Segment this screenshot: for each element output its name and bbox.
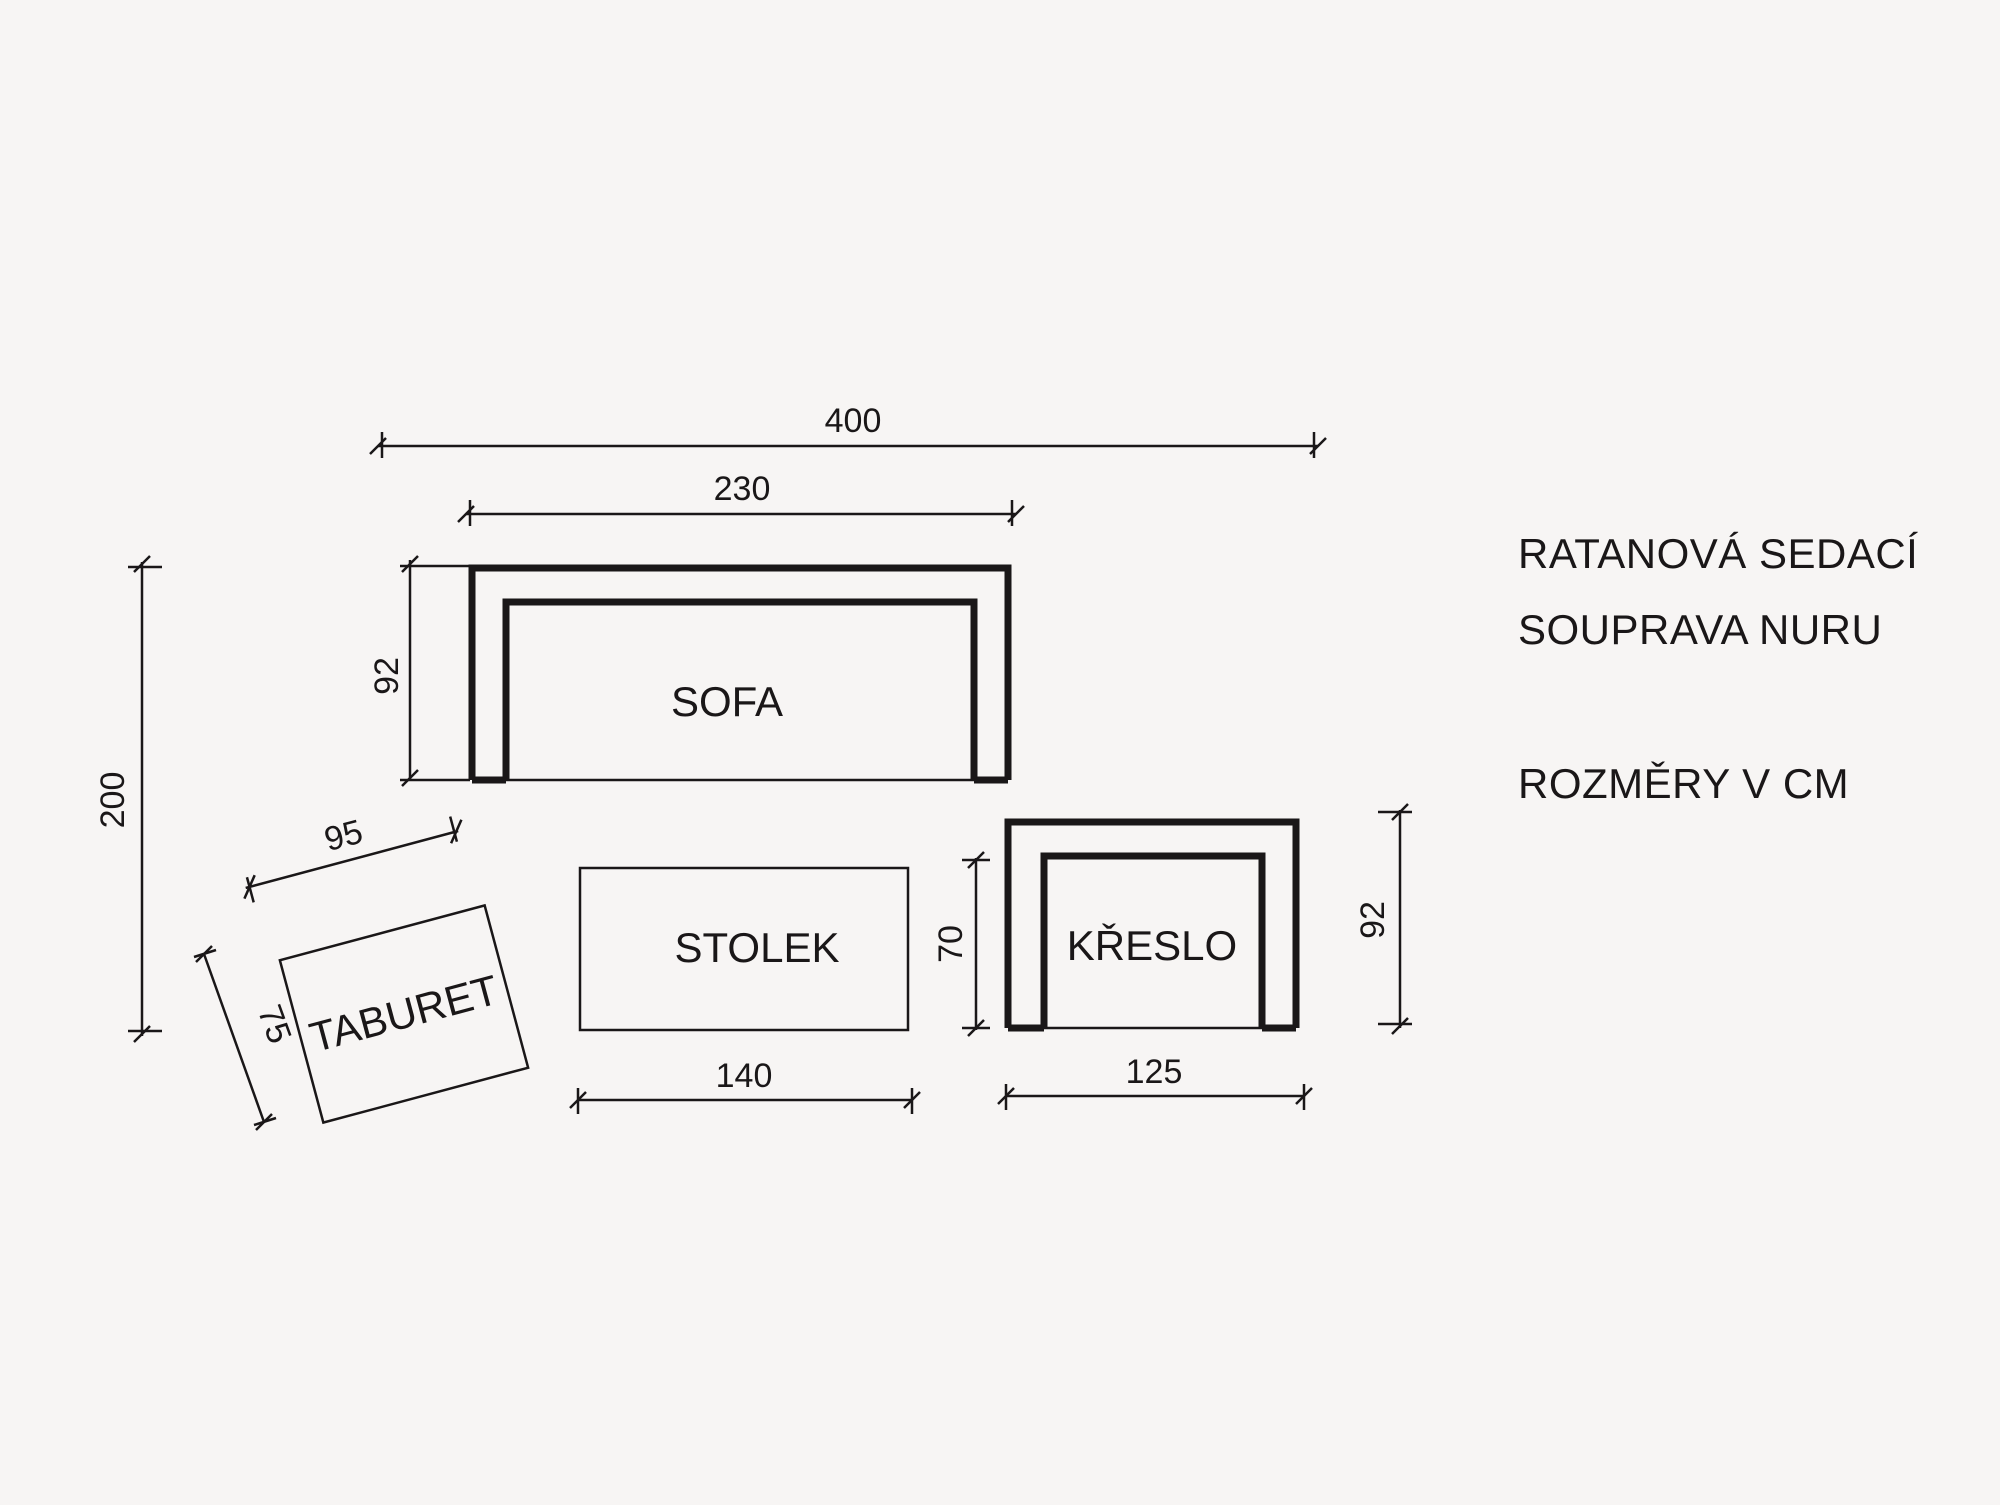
stolek-width-label: 140: [716, 1057, 773, 1095]
sofa-shape: SOFA: [468, 564, 1012, 784]
sofa-label: SOFA: [671, 678, 783, 725]
stolek-shape: STOLEK: [578, 866, 910, 1032]
taburet-label: TABURET: [305, 966, 503, 1061]
taburet-width-label: 95: [320, 813, 366, 859]
dimension-stolek-width: 140: [569, 1057, 921, 1114]
title-line-1: RATANOVÁ SEDACÍ: [1518, 530, 1918, 577]
dimension-sofa-width: 230: [457, 470, 1025, 526]
kreslo-seat-depth-label: 70: [932, 925, 970, 963]
overall-depth-label: 200: [94, 772, 132, 829]
dimension-kreslo-seat-depth: 70: [932, 851, 990, 1037]
dimension-sofa-depth: 92: [368, 555, 470, 787]
kreslo-shape: KŘESLO: [1004, 818, 1300, 1032]
dimension-overall-width: 400: [369, 402, 1327, 458]
overall-width-label: 400: [825, 402, 882, 440]
units-note: ROZMĚRY V CM: [1518, 760, 1849, 807]
dimension-kreslo-width: 125: [997, 1053, 1313, 1110]
taburet-shape: TABURET: [278, 903, 530, 1125]
kreslo-width-label: 125: [1126, 1053, 1183, 1091]
drawing-title-block: RATANOVÁ SEDACÍ SOUPRAVA NURU ROZMĚRY V …: [1518, 530, 1918, 807]
dimension-kreslo-depth: 92: [1354, 803, 1412, 1035]
sofa-width-label: 230: [714, 470, 771, 508]
stolek-label: STOLEK: [675, 924, 840, 971]
dimension-taburet-width: 95: [243, 813, 463, 903]
title-line-2: SOUPRAVA NURU: [1518, 606, 1882, 653]
kreslo-depth-label: 92: [1354, 901, 1392, 939]
kreslo-label: KŘESLO: [1067, 922, 1237, 969]
sofa-depth-label: 92: [368, 657, 406, 695]
dimension-overall-depth: 200: [94, 555, 162, 1043]
